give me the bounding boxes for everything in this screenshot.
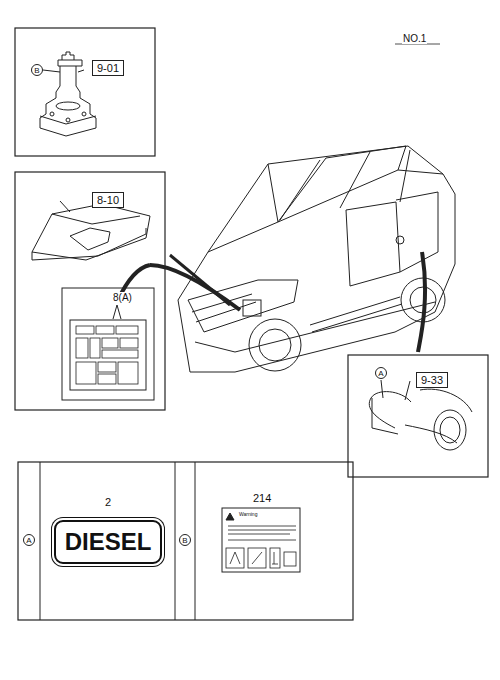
callout-text: A [26, 536, 31, 545]
callout-circle: A [23, 534, 35, 546]
callout-box: 8-10 [92, 192, 124, 208]
callout-number: 2 [104, 496, 112, 508]
callout-number: 214 [252, 492, 272, 504]
label-text: Warning [238, 512, 258, 518]
callout-text: 8-10 [97, 194, 119, 206]
callout-text: B [182, 536, 187, 545]
callout-number: 8(A) [112, 292, 133, 303]
callout-text: 9-01 [97, 62, 119, 74]
decal-badge: DIESEL [54, 520, 163, 564]
sheet-number: NO.1 [402, 33, 427, 44]
callout-circle: A [375, 367, 387, 379]
callout-box: 9-01 [92, 60, 124, 76]
callout-circle: B [179, 534, 191, 546]
callout-circle: B [31, 64, 43, 76]
callout-text: A [378, 369, 383, 378]
callout-text: 9-33 [421, 374, 443, 386]
decal-text: DIESEL [65, 528, 152, 556]
callout-box: 9-33 [416, 372, 448, 388]
callout-text: B [34, 66, 39, 75]
